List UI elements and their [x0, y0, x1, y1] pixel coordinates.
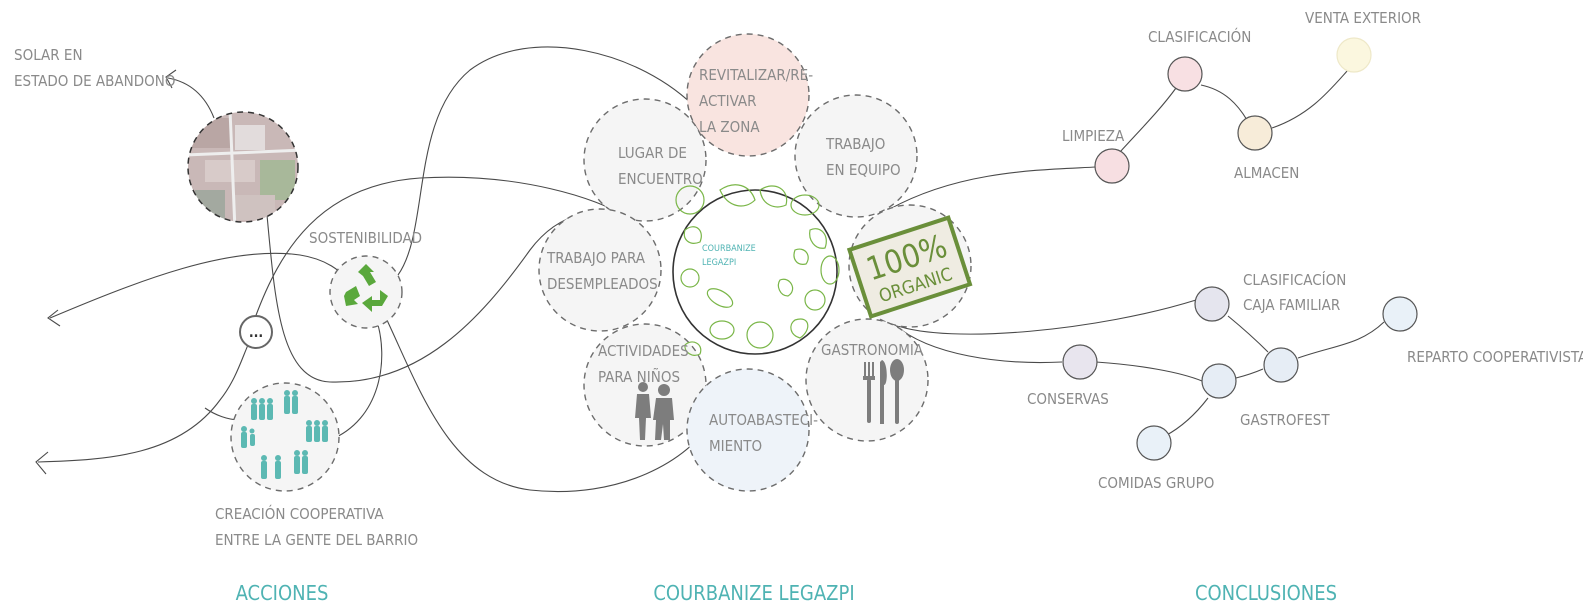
clasificacion-caja-label-1: CLASIFICACÍON [1243, 270, 1346, 289]
sostenibilidad-label: SOSTENIBILIDAD [309, 229, 422, 247]
node-limpieza [1094, 148, 1130, 184]
acciones-group: SOLAR EN ESTADO DE ABANDONO SOSTENIBILID… [14, 46, 422, 605]
courbanize-group: COURBANIZE LEGAZPI REVITALIZAR/RE- ACTIV… [538, 33, 973, 605]
reparto-label: REPARTO COOPERATIVISTAS [1407, 348, 1583, 366]
adult-child-icon [635, 382, 674, 440]
revitalizar-label-3: LA ZONA [699, 118, 760, 136]
people-group-icon [241, 390, 328, 479]
petal-trabajo-equipo [794, 94, 918, 218]
node-clasificacion-caja [1194, 286, 1230, 322]
node-almacen [1237, 115, 1273, 151]
core-circle [672, 189, 838, 355]
core-label-2: LEGAZPI [702, 258, 736, 268]
desempleados-label-1: TRABAJO PARA [546, 249, 646, 267]
actividades-label-1: ACTIVIDADES [598, 342, 689, 360]
petal-autoabastecimiento [686, 368, 810, 492]
cooperativa-circle [230, 382, 340, 492]
core-label-1: COURBANIZE [702, 244, 756, 254]
trabajo-equipo-label-1: TRABAJO [825, 135, 885, 153]
sostenibilidad-circle [329, 255, 403, 329]
acciones-section-title: ACCIONES [236, 581, 329, 605]
actividades-label-2: PARA NIÑOS [598, 367, 680, 386]
limpieza-label: LIMPIEZA [1062, 127, 1125, 145]
more-node [239, 315, 273, 349]
vegetables-icon [675, 184, 840, 356]
lugar-label-2: ENCUENTRO [618, 170, 703, 188]
cooperativa-label-2: ENTRE LA GENTE DEL BARRIO [215, 531, 418, 549]
conclusiones-section-title: CONCLUSIONES [1195, 581, 1337, 605]
solar-label-1: SOLAR EN [14, 46, 83, 64]
node-comidas-grupo [1136, 425, 1172, 461]
autoabastecimiento-label-1: AUTOABASTECI- [709, 411, 818, 429]
node-reparto [1382, 296, 1418, 332]
gastrofest-label: GASTROFEST [1240, 411, 1330, 429]
revitalizar-label-2: ACTIVAR [699, 92, 756, 110]
petal-lugar [583, 98, 707, 222]
gastronomia-label: GASTRONOMIA [821, 341, 924, 359]
aerial-photo-icon [187, 111, 299, 223]
node-clasificacion [1167, 56, 1203, 92]
lugar-label-1: LUGAR DE [618, 144, 687, 162]
courbanize-section-title: COURBANIZE LEGAZPI [653, 581, 854, 605]
clasificacion-label: CLASIFICACIÓN [1148, 27, 1251, 46]
cutlery-icon [863, 359, 904, 424]
desempleados-label-2: DESEMPLEADOS [547, 275, 658, 293]
petal-revitalizar [686, 33, 810, 157]
trabajo-equipo-label-2: EN EQUIPO [826, 161, 901, 179]
more-label: ... [249, 325, 263, 341]
venta-exterior-label: VENTA EXTERIOR [1305, 9, 1421, 27]
cooperativa-label-1: CREACIÓN COOPERATIVA [215, 504, 384, 523]
petal-trabajo-desempleados [538, 208, 662, 332]
autoabastecimiento-label-2: MIENTO [709, 437, 762, 455]
revitalizar-label-1: REVITALIZAR/RE- [699, 66, 813, 84]
clasificacion-caja-label-2: CAJA FAMILIAR [1243, 296, 1340, 314]
almacen-label: ALMACEN [1234, 164, 1299, 182]
comidas-grupo-label: COMIDAS GRUPO [1098, 474, 1214, 492]
conclusiones-group: LIMPIEZA CLASIFICACIÓN ALMACEN VENTA EXT… [1027, 9, 1583, 605]
node-venta-exterior [1336, 37, 1372, 73]
node-gastrofest-left [1201, 363, 1237, 399]
node-conservas [1062, 344, 1098, 380]
conservas-label: CONSERVAS [1027, 390, 1109, 408]
solar-label-2: ESTADO DE ABANDONO [14, 72, 175, 90]
node-gastrofest-right [1263, 347, 1299, 383]
recycle-icon [344, 264, 388, 312]
